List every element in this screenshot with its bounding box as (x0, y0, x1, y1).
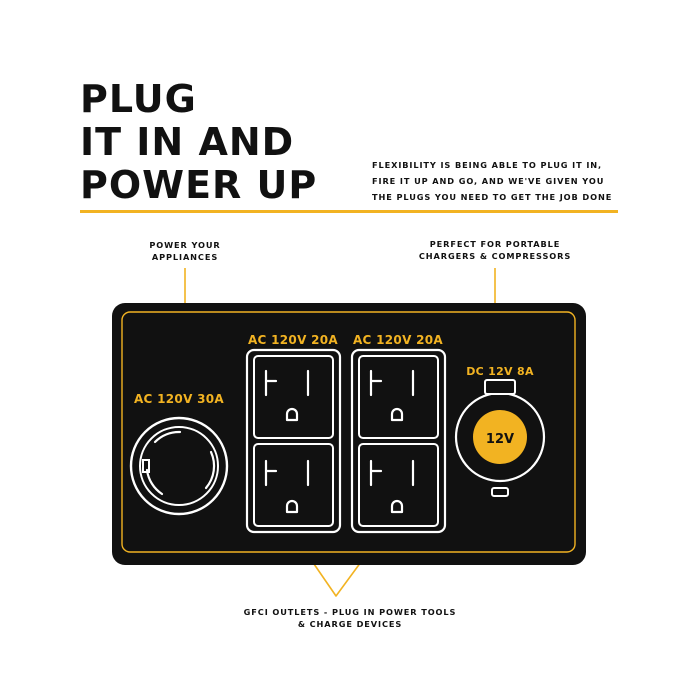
accent-divider (80, 210, 618, 213)
dc-12v-socket[interactable]: 12V (454, 379, 546, 497)
callout-power-appliances: POWER YOUR APPLIANCES (130, 239, 240, 263)
callout-gfci-outlets: GFCI OUTLETS - PLUG IN POWER TOOLS & CHA… (180, 606, 520, 630)
dc-socket-text: 12V (486, 432, 514, 447)
panel-inner-border (121, 311, 576, 553)
gfci-right-label: AC 120V 20A (353, 333, 443, 347)
gfci-receptacle-left-top[interactable] (253, 355, 334, 439)
callout-gfci-line-2: & CHARGE DEVICES (297, 619, 403, 629)
tagline-line-2: FIRE IT UP AND GO, AND WE'VE GIVEN YOU (372, 176, 605, 186)
twistlock-outlet[interactable] (129, 416, 229, 516)
callout-dc-line-2: CHARGERS & COMPRESSORS (418, 251, 572, 261)
headline: PLUG IT IN AND POWER UP (80, 78, 317, 207)
gfci-receptacle-left-bottom[interactable] (253, 443, 334, 527)
headline-line-2: IT IN AND (80, 120, 295, 164)
tagline-line-3: THE PLUGS YOU NEED TO GET THE JOB DONE (372, 192, 613, 202)
tagline-line-1: FLEXIBILITY IS BEING ABLE TO PLUG IT IN, (372, 160, 603, 170)
gfci-receptacle-right-bottom[interactable] (358, 443, 439, 527)
callout-power-line-2: APPLIANCES (151, 252, 219, 262)
callout-dc-line-1: PERFECT FOR PORTABLE (429, 239, 561, 249)
callout-power-line-1: POWER YOUR (149, 240, 221, 250)
dc-outlet-label: DC 12V 8A (466, 365, 534, 378)
gfci-receptacle-right-top[interactable] (358, 355, 439, 439)
gfci-left-label: AC 120V 20A (248, 333, 338, 347)
tagline: FLEXIBILITY IS BEING ABLE TO PLUG IT IN,… (372, 157, 672, 205)
headline-line-3: POWER UP (80, 163, 318, 207)
headline-line-1: PLUG (80, 77, 197, 121)
twistlock-outlet-label: AC 120V 30A (134, 392, 224, 406)
callout-gfci-line-1: GFCI OUTLETS - PLUG IN POWER TOOLS (243, 607, 457, 617)
callout-dc-chargers: PERFECT FOR PORTABLE CHARGERS & COMPRESS… (400, 238, 590, 262)
panel-body (112, 303, 586, 565)
